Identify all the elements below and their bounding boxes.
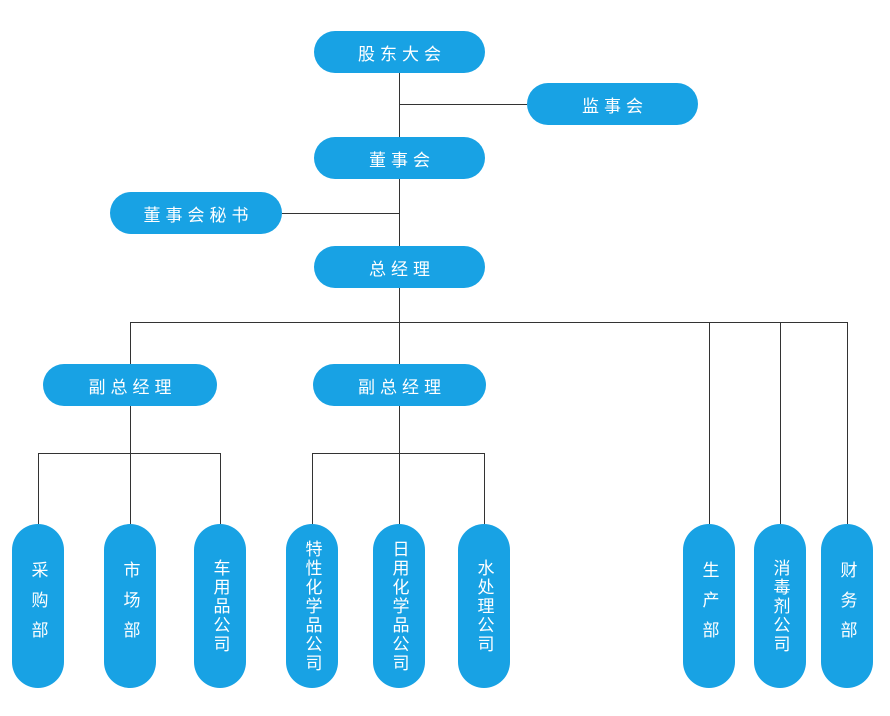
node-car-products-company: 车用品公司 xyxy=(194,524,246,688)
connector-line xyxy=(312,453,484,454)
node-general-manager: 总经理 xyxy=(314,246,485,288)
connector-line xyxy=(399,104,527,105)
connector-line xyxy=(780,322,781,524)
node-production-dept: 生产部 xyxy=(683,524,735,688)
connector-line xyxy=(312,453,313,524)
node-daily-chemicals-company: 日用化学品公司 xyxy=(373,524,425,688)
node-purchasing-dept: 采购部 xyxy=(12,524,64,688)
connector-line xyxy=(38,453,39,524)
node-disinfectant-company: 消毒剂公司 xyxy=(754,524,806,688)
connector-line xyxy=(220,453,221,524)
connector-line xyxy=(484,453,485,524)
node-board-secretary: 董事会秘书 xyxy=(110,192,282,234)
node-deputy-general-manager-1: 副总经理 xyxy=(43,364,217,406)
node-board-of-directors: 董事会 xyxy=(314,137,485,179)
connector-line xyxy=(130,322,848,323)
connector-line xyxy=(847,322,848,524)
connector-line xyxy=(130,406,131,524)
node-marketing-dept: 市场部 xyxy=(104,524,156,688)
connector-line xyxy=(282,213,399,214)
connector-line xyxy=(709,322,710,524)
connector-line xyxy=(38,453,220,454)
node-deputy-general-manager-2: 副总经理 xyxy=(313,364,486,406)
connector-line xyxy=(399,406,400,524)
connector-line xyxy=(399,73,400,137)
connector-line xyxy=(399,179,400,246)
connector-line xyxy=(130,322,131,364)
connector-line xyxy=(399,288,400,364)
node-water-treatment-company: 水处理公司 xyxy=(458,524,510,688)
node-shareholders-meeting: 股东大会 xyxy=(314,31,485,73)
node-supervisory-board: 监事会 xyxy=(527,83,698,125)
node-finance-dept: 财务部 xyxy=(821,524,873,688)
node-specialty-chemicals-company: 特性化学品公司 xyxy=(286,524,338,688)
